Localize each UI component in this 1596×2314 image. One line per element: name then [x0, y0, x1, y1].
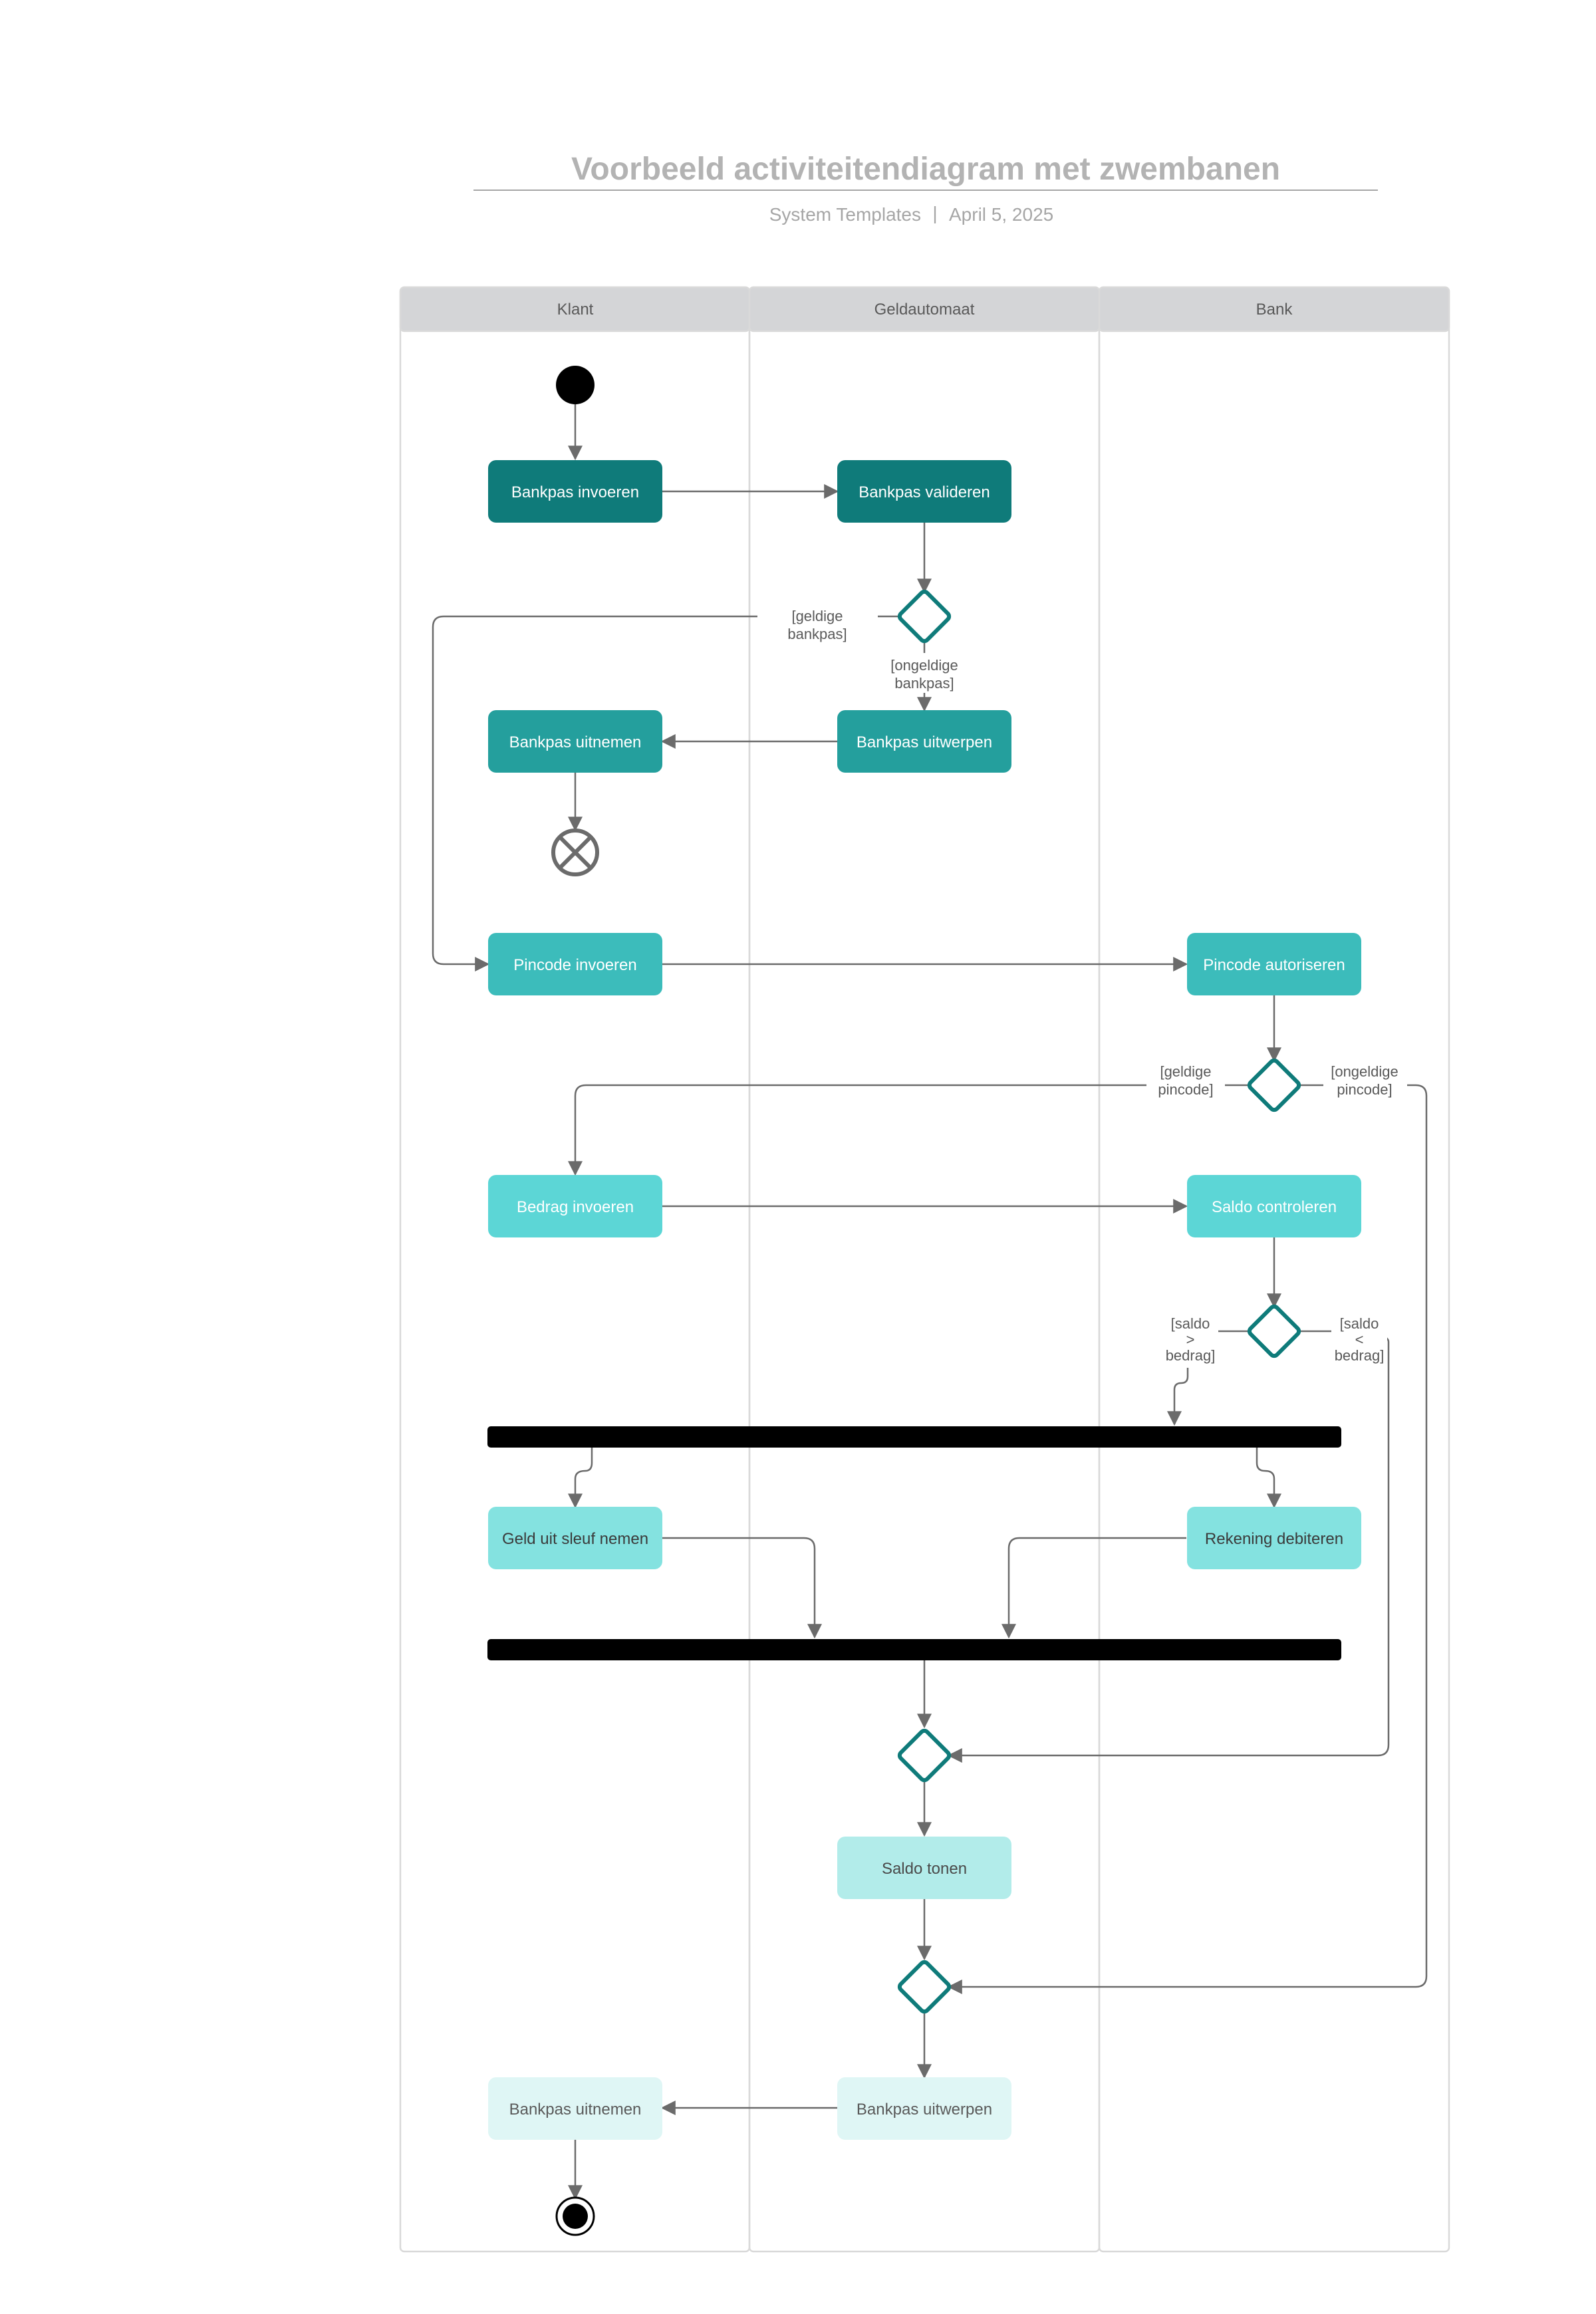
merge-end — [897, 1960, 952, 2014]
guard-balance-lt: [saldo < bedrag] — [1331, 1313, 1387, 1368]
subtitle-separator: | — [932, 203, 937, 223]
swimlanes: Klant Geldautomaat Bank — [399, 286, 1450, 2253]
activity-authorize-pin: Pincode autoriseren — [1187, 933, 1361, 995]
guard-valid-pin: [geldige pincode] — [1146, 1060, 1225, 1100]
guard-line: [ongeldige — [890, 657, 958, 674]
activity-label: Pincode autoriseren — [1203, 956, 1345, 974]
flow-balance-gt — [1167, 1330, 1250, 1426]
flow-valid-card — [432, 615, 757, 971]
activity-label: Saldo tonen — [882, 1860, 967, 1878]
guard-line: [ongeldige — [1331, 1063, 1398, 1080]
activity-label: Geld uit sleuf nemen — [502, 1530, 648, 1548]
guard-valid-card: [geldige bankpas] — [771, 602, 863, 646]
activity-take-card-1: Bankpas uitnemen — [488, 710, 662, 773]
activity-label: Bedrag invoeren — [517, 1198, 634, 1216]
activity-insert-card: Bankpas invoeren — [488, 460, 662, 523]
initial-node — [556, 366, 595, 404]
activity-validate-card: Bankpas valideren — [837, 460, 1011, 523]
guard-line: bankpas] — [894, 675, 954, 692]
subtitle-date: April 5, 2025 — [949, 204, 1053, 225]
activity-debit-account: Rekening debiteren — [1187, 1507, 1361, 1569]
connectors — [432, 404, 1428, 2200]
activity-take-money: Geld uit sleuf nemen — [488, 1507, 662, 1569]
activity-label: Bankpas uitnemen — [509, 2101, 642, 2119]
lane-label-bank: Bank — [1256, 301, 1293, 319]
guard-line: [geldige — [1160, 1063, 1211, 1080]
merge-balance — [897, 1728, 952, 1783]
guard-line: > — [1186, 1331, 1195, 1348]
decision-card-valid — [897, 589, 952, 644]
activity-show-balance: Saldo tonen — [837, 1837, 1011, 1899]
activity-take-card-2: Bankpas uitnemen — [488, 2077, 662, 2140]
flow-debit-to-join — [1001, 1537, 1186, 1639]
activity-final-node — [555, 2196, 595, 2236]
guard-line: bedrag] — [1335, 1347, 1385, 1364]
activity-check-balance: Saldo controleren — [1187, 1175, 1361, 1237]
lane-label-geldautomaat: Geldautomaat — [874, 301, 975, 319]
activity-label: Saldo controleren — [1212, 1198, 1337, 1216]
guard-line: [geldige — [791, 608, 843, 624]
subtitle-source: System Templates — [769, 204, 921, 225]
activity-enter-pin: Pincode invoeren — [488, 933, 662, 995]
activity-label: Pincode invoeren — [513, 956, 636, 974]
activity-eject-card-1: Bankpas uitwerpen — [837, 710, 1011, 773]
activity-label: Bankpas invoeren — [511, 483, 639, 501]
guard-line: < — [1355, 1331, 1364, 1348]
flow-final-node — [551, 829, 599, 876]
join-bar — [487, 1639, 1341, 1660]
lane-label-klant: Klant — [557, 301, 594, 319]
guard-line: pincode] — [1158, 1081, 1213, 1098]
page-title: Voorbeeld activiteitendiagram met zwemba… — [571, 152, 1280, 187]
guard-line: bedrag] — [1166, 1347, 1216, 1364]
flow-invalid-pin — [947, 1084, 1428, 1994]
flow-money-to-join — [662, 1537, 822, 1639]
activity-enter-amount: Bedrag invoeren — [488, 1175, 662, 1237]
guard-line: [saldo — [1171, 1315, 1210, 1332]
flow-fork-to-debit — [1256, 1448, 1281, 1509]
flow-valid-pin — [568, 1084, 1250, 1176]
lane-header-bank — [1098, 286, 1450, 332]
guard-line: bankpas] — [787, 626, 847, 642]
activity-label: Bankpas uitnemen — [509, 733, 642, 751]
decision-pin-valid — [1247, 1058, 1301, 1112]
lane-klant — [399, 286, 751, 2253]
activity-label: Bankpas uitwerpen — [857, 733, 992, 751]
fork-bar — [487, 1426, 1341, 1448]
decision-balance — [1247, 1304, 1301, 1358]
guard-line: [saldo — [1340, 1315, 1379, 1332]
guard-invalid-card: [ongeldige bankpas] — [879, 653, 970, 693]
activity-label: Bankpas uitwerpen — [857, 2101, 992, 2119]
activity-label: Rekening debiteren — [1205, 1530, 1343, 1548]
guard-invalid-pin: [ongeldige pincode] — [1323, 1060, 1407, 1100]
activity-eject-card-2: Bankpas uitwerpen — [837, 2077, 1011, 2140]
guard-balance-gt: [saldo > bedrag] — [1162, 1313, 1218, 1368]
activity-label: Bankpas valideren — [859, 483, 990, 501]
guard-line: pincode] — [1337, 1081, 1392, 1098]
flow-fork-to-money — [568, 1448, 593, 1509]
